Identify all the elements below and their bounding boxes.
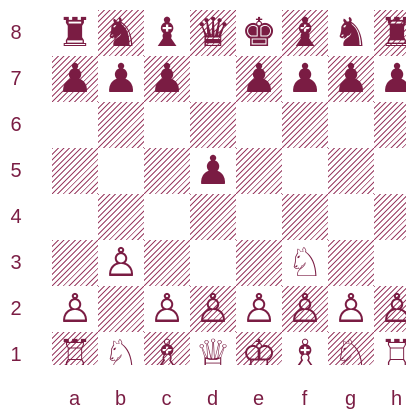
file-label-c: c bbox=[144, 389, 189, 409]
black-king-icon[interactable]: ♚ bbox=[236, 10, 282, 56]
square-d7[interactable] bbox=[190, 56, 236, 102]
white-pawn-icon[interactable]: ♙ bbox=[52, 286, 98, 332]
square-f5[interactable] bbox=[282, 148, 328, 194]
square-e4[interactable] bbox=[236, 194, 282, 240]
square-b4[interactable] bbox=[98, 194, 144, 240]
black-pawn-icon[interactable]: ♟ bbox=[282, 56, 328, 102]
white-knight-icon[interactable]: ♘ bbox=[98, 332, 144, 365]
square-b5[interactable] bbox=[98, 148, 144, 194]
black-rook-icon[interactable]: ♜ bbox=[52, 10, 98, 56]
black-pawn-icon[interactable]: ♟ bbox=[98, 56, 144, 102]
square-e3[interactable] bbox=[236, 240, 282, 286]
rank-label-3: 3 bbox=[5, 253, 27, 273]
square-g5[interactable] bbox=[328, 148, 374, 194]
square-c3[interactable] bbox=[144, 240, 190, 286]
file-label-d: d bbox=[190, 389, 235, 409]
black-pawn-icon[interactable]: ♟ bbox=[52, 56, 98, 102]
black-rook-icon[interactable]: ♜ bbox=[374, 10, 406, 56]
square-g3[interactable] bbox=[328, 240, 374, 286]
white-bishop-icon[interactable]: ♗ bbox=[282, 332, 328, 365]
rank-label-7: 7 bbox=[5, 69, 27, 89]
square-a6[interactable] bbox=[52, 102, 98, 148]
white-pawn-icon[interactable]: ♙ bbox=[144, 286, 190, 332]
square-b2[interactable] bbox=[98, 286, 144, 332]
rank-label-6: 6 bbox=[5, 115, 27, 135]
white-pawn-icon[interactable]: ♙ bbox=[98, 240, 144, 286]
square-h6[interactable] bbox=[374, 102, 406, 148]
file-label-b: b bbox=[98, 389, 143, 409]
chess-board[interactable]: ♜♞♝♛♚♝♞♜♟♟♟♟♟♟♟♟♙♘♙♙♙♙♙♙♙♖♘♗♕♔♗♘♖ bbox=[52, 10, 406, 365]
square-c6[interactable] bbox=[144, 102, 190, 148]
black-queen-icon[interactable]: ♛ bbox=[190, 10, 236, 56]
square-a5[interactable] bbox=[52, 148, 98, 194]
square-c5[interactable] bbox=[144, 148, 190, 194]
black-pawn-icon[interactable]: ♟ bbox=[236, 56, 282, 102]
white-pawn-icon[interactable]: ♙ bbox=[328, 286, 374, 332]
white-pawn-icon[interactable]: ♙ bbox=[190, 286, 236, 332]
white-queen-icon[interactable]: ♕ bbox=[190, 332, 236, 365]
white-pawn-icon[interactable]: ♙ bbox=[236, 286, 282, 332]
square-g6[interactable] bbox=[328, 102, 374, 148]
square-b6[interactable] bbox=[98, 102, 144, 148]
white-knight-icon[interactable]: ♘ bbox=[328, 332, 374, 365]
black-knight-icon[interactable]: ♞ bbox=[98, 10, 144, 56]
square-a4[interactable] bbox=[52, 194, 98, 240]
white-knight-icon[interactable]: ♘ bbox=[282, 240, 328, 286]
square-h5[interactable] bbox=[374, 148, 406, 194]
black-pawn-icon[interactable]: ♟ bbox=[190, 148, 236, 194]
black-pawn-icon[interactable]: ♟ bbox=[374, 56, 406, 102]
square-h4[interactable] bbox=[374, 194, 406, 240]
file-label-f: f bbox=[282, 389, 327, 409]
file-label-a: a bbox=[52, 389, 97, 409]
white-rook-icon[interactable]: ♖ bbox=[374, 332, 406, 365]
file-label-g: g bbox=[328, 389, 373, 409]
black-knight-icon[interactable]: ♞ bbox=[328, 10, 374, 56]
rank-label-5: 5 bbox=[5, 161, 27, 181]
square-a3[interactable] bbox=[52, 240, 98, 286]
rank-label-1: 1 bbox=[5, 345, 27, 365]
square-d4[interactable] bbox=[190, 194, 236, 240]
file-label-h: h bbox=[374, 389, 406, 409]
square-d6[interactable] bbox=[190, 102, 236, 148]
white-bishop-icon[interactable]: ♗ bbox=[144, 332, 190, 365]
square-c4[interactable] bbox=[144, 194, 190, 240]
square-f6[interactable] bbox=[282, 102, 328, 148]
rank-label-4: 4 bbox=[5, 207, 27, 227]
black-pawn-icon[interactable]: ♟ bbox=[328, 56, 374, 102]
square-d3[interactable] bbox=[190, 240, 236, 286]
square-e5[interactable] bbox=[236, 148, 282, 194]
square-f4[interactable] bbox=[282, 194, 328, 240]
white-pawn-icon[interactable]: ♙ bbox=[374, 286, 406, 332]
square-h3[interactable] bbox=[374, 240, 406, 286]
white-rook-icon[interactable]: ♖ bbox=[52, 332, 98, 365]
black-bishop-icon[interactable]: ♝ bbox=[282, 10, 328, 56]
black-pawn-icon[interactable]: ♟ bbox=[144, 56, 190, 102]
white-pawn-icon[interactable]: ♙ bbox=[282, 286, 328, 332]
rank-label-8: 8 bbox=[5, 23, 27, 43]
file-label-e: e bbox=[236, 389, 281, 409]
square-e6[interactable] bbox=[236, 102, 282, 148]
square-g4[interactable] bbox=[328, 194, 374, 240]
rank-label-2: 2 bbox=[5, 299, 27, 319]
white-king-icon[interactable]: ♔ bbox=[236, 332, 282, 365]
black-bishop-icon[interactable]: ♝ bbox=[144, 10, 190, 56]
